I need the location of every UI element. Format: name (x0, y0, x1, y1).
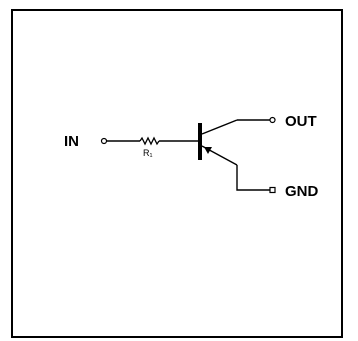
label-r1: R₁ (143, 148, 153, 158)
label-gnd: GND (285, 183, 319, 200)
diagram-frame (11, 9, 343, 338)
terminal-in (100, 137, 108, 145)
terminal-gnd (269, 186, 276, 194)
label-out: OUT (285, 113, 317, 130)
emitter-arrow-icon (204, 147, 212, 154)
transistor-collector (201, 119, 238, 135)
resistor-r1 (139, 136, 160, 146)
label-in: IN (64, 133, 79, 150)
terminal-out (269, 116, 276, 124)
wire-emitter-to-gnd (236, 165, 270, 191)
